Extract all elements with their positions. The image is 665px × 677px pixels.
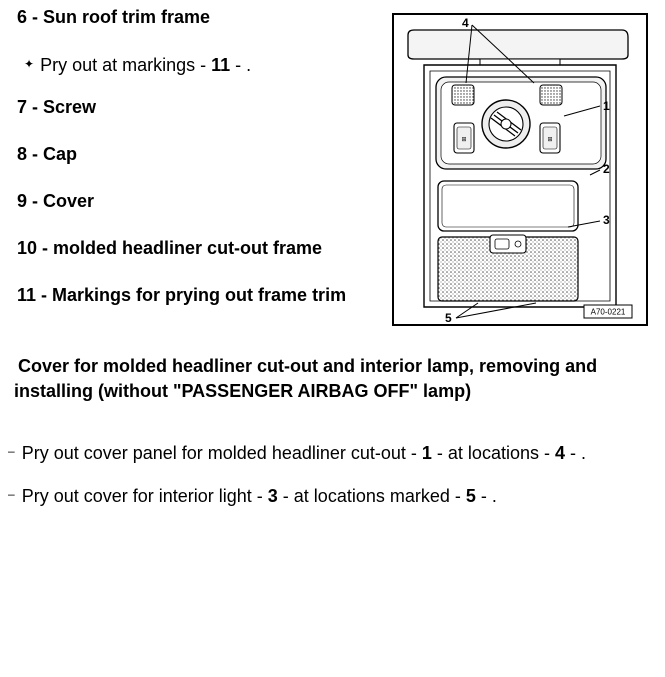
step-1: –Pry out cover panel for molded headline…: [8, 443, 586, 463]
svg-text:⊞: ⊞: [461, 137, 466, 143]
item-6: 6 - Sun roof trim frame: [17, 7, 211, 27]
item-8: 8 - Cap: [17, 144, 78, 164]
callout-3: 3: [603, 213, 610, 227]
callout-4: 4: [462, 16, 469, 30]
figure-code: A70-0221: [591, 308, 626, 317]
item-7: 7 - Screw: [17, 97, 97, 117]
callout-2: 2: [603, 162, 610, 176]
section-heading: Cover for molded headliner cut-out and i…: [14, 356, 598, 401]
item-6-note: ✦Pry out at markings - 11 - .: [24, 55, 252, 75]
svg-text:⊞: ⊞: [547, 137, 552, 143]
headliner-illustration: ⊞ ⊞ 4 1 2 3 5 A70-0221: [407, 16, 633, 324]
item-9: 9 - Cover: [17, 191, 95, 211]
headliner-figure: ⊞ ⊞ 4 1 2 3 5 A70-0221: [392, 13, 648, 326]
dash-bullet-icon: –: [8, 444, 15, 458]
dash-bullet-icon: –: [8, 487, 15, 501]
item-11: 11 - Markings for prying out frame trim: [17, 285, 347, 305]
diamond-bullet-icon: ✦: [24, 57, 35, 71]
item-10: 10 - molded headliner cut-out frame: [17, 238, 323, 258]
callout-5: 5: [445, 311, 452, 324]
callout-1: 1: [603, 99, 610, 113]
step-2: –Pry out cover for interior light - 3 - …: [8, 486, 497, 506]
